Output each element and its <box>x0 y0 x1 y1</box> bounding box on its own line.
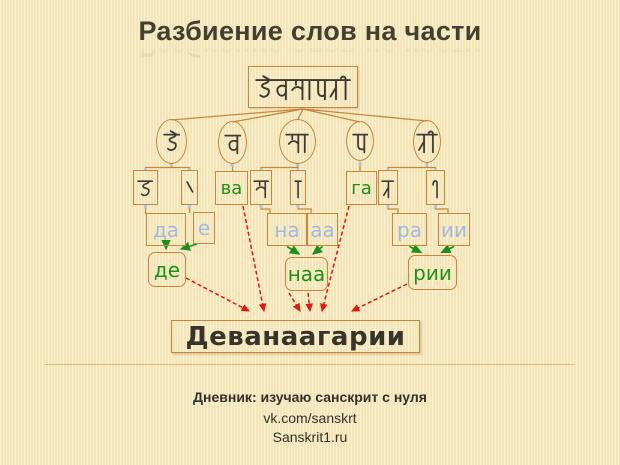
letter-e-matra-glyph <box>183 176 196 199</box>
arrow-rii-to-result <box>350 283 408 312</box>
letter-va-label: ва <box>220 177 243 199</box>
arrow-naa-mid-to-result <box>305 292 313 313</box>
letter-da-glyph <box>137 176 154 199</box>
node-sound-ii: ии <box>438 213 470 246</box>
syllable-ga-glyph <box>351 129 369 154</box>
syllable-de-glyph <box>162 129 181 154</box>
node-result-word: Деванаагарии <box>171 320 420 353</box>
node-letter-va-cyrillic: ва <box>215 171 248 205</box>
syllable-rii-glyph <box>416 129 438 154</box>
node-syllable-va <box>218 121 247 164</box>
merged-naa-label: наа <box>287 262 326 286</box>
arrow-va-to-result <box>242 205 267 313</box>
letter-ii-matra-glyph <box>430 176 441 199</box>
sound-e-label: е <box>197 216 211 240</box>
node-sound-na: на <box>267 213 307 246</box>
result-word-label: Деванаагарии <box>185 321 406 352</box>
node-sound-aa: аа <box>307 213 338 246</box>
devanagari-word-glyphs <box>255 74 351 101</box>
footer-line-diary: Дневник: изучаю санскрит с нуля <box>193 389 427 405</box>
arrow-ii-to-rii <box>440 244 455 254</box>
sound-da-label: да <box>152 217 180 242</box>
sound-aa-label: аа <box>310 217 335 242</box>
node-letter-ii-matra <box>426 170 445 205</box>
sound-ra-label: ра <box>397 217 422 242</box>
arrow-na-to-naa <box>286 245 301 255</box>
node-sound-ra: ра <box>392 213 427 246</box>
letter-na-glyph <box>253 176 269 199</box>
node-letter-aa-matra <box>290 170 306 205</box>
slide-title: Разбиение слов на части <box>138 16 482 46</box>
node-syllable-de <box>156 119 187 164</box>
node-merged-naa: наа <box>285 257 328 291</box>
node-sound-e: е <box>193 212 215 244</box>
footer-divider <box>45 364 575 365</box>
syllable-va-glyph <box>223 130 242 155</box>
sound-na-label: на <box>274 217 300 242</box>
syllable-naa-glyph <box>285 129 310 154</box>
node-letter-ra <box>378 170 398 205</box>
node-letter-da <box>133 170 158 205</box>
arrow-naa-left-to-result <box>288 292 301 312</box>
letter-ga-label: га <box>351 177 372 199</box>
node-root-devanagari-word <box>248 66 358 108</box>
footer-line-vk-url: vk.com/sanskrt <box>263 410 357 426</box>
merged-rii-label: рии <box>413 260 452 285</box>
node-letter-ga-cyrillic: га <box>346 171 377 205</box>
node-letter-e-matra <box>181 170 198 205</box>
node-merged-de: де <box>148 252 186 287</box>
node-syllable-naa <box>279 119 316 164</box>
arrow-de-to-result <box>185 277 250 312</box>
node-letter-na <box>250 170 272 205</box>
node-sound-da: да <box>146 213 186 246</box>
letter-aa-matra-glyph <box>294 176 302 199</box>
footer-line-site-url: Sanskrit1.ru <box>272 429 348 445</box>
letter-ra-glyph <box>381 176 395 199</box>
merged-de-label: де <box>153 257 181 282</box>
arrow-ra-to-rii <box>409 244 423 254</box>
arrow-aa-to-naa <box>311 244 324 255</box>
node-syllable-rii <box>413 120 441 163</box>
node-merged-rii: рии <box>408 255 457 290</box>
node-syllable-ga <box>346 121 374 161</box>
slide-title-reflection: Разбиение слов на части <box>138 45 482 62</box>
sound-ii-label: ии <box>441 217 467 242</box>
